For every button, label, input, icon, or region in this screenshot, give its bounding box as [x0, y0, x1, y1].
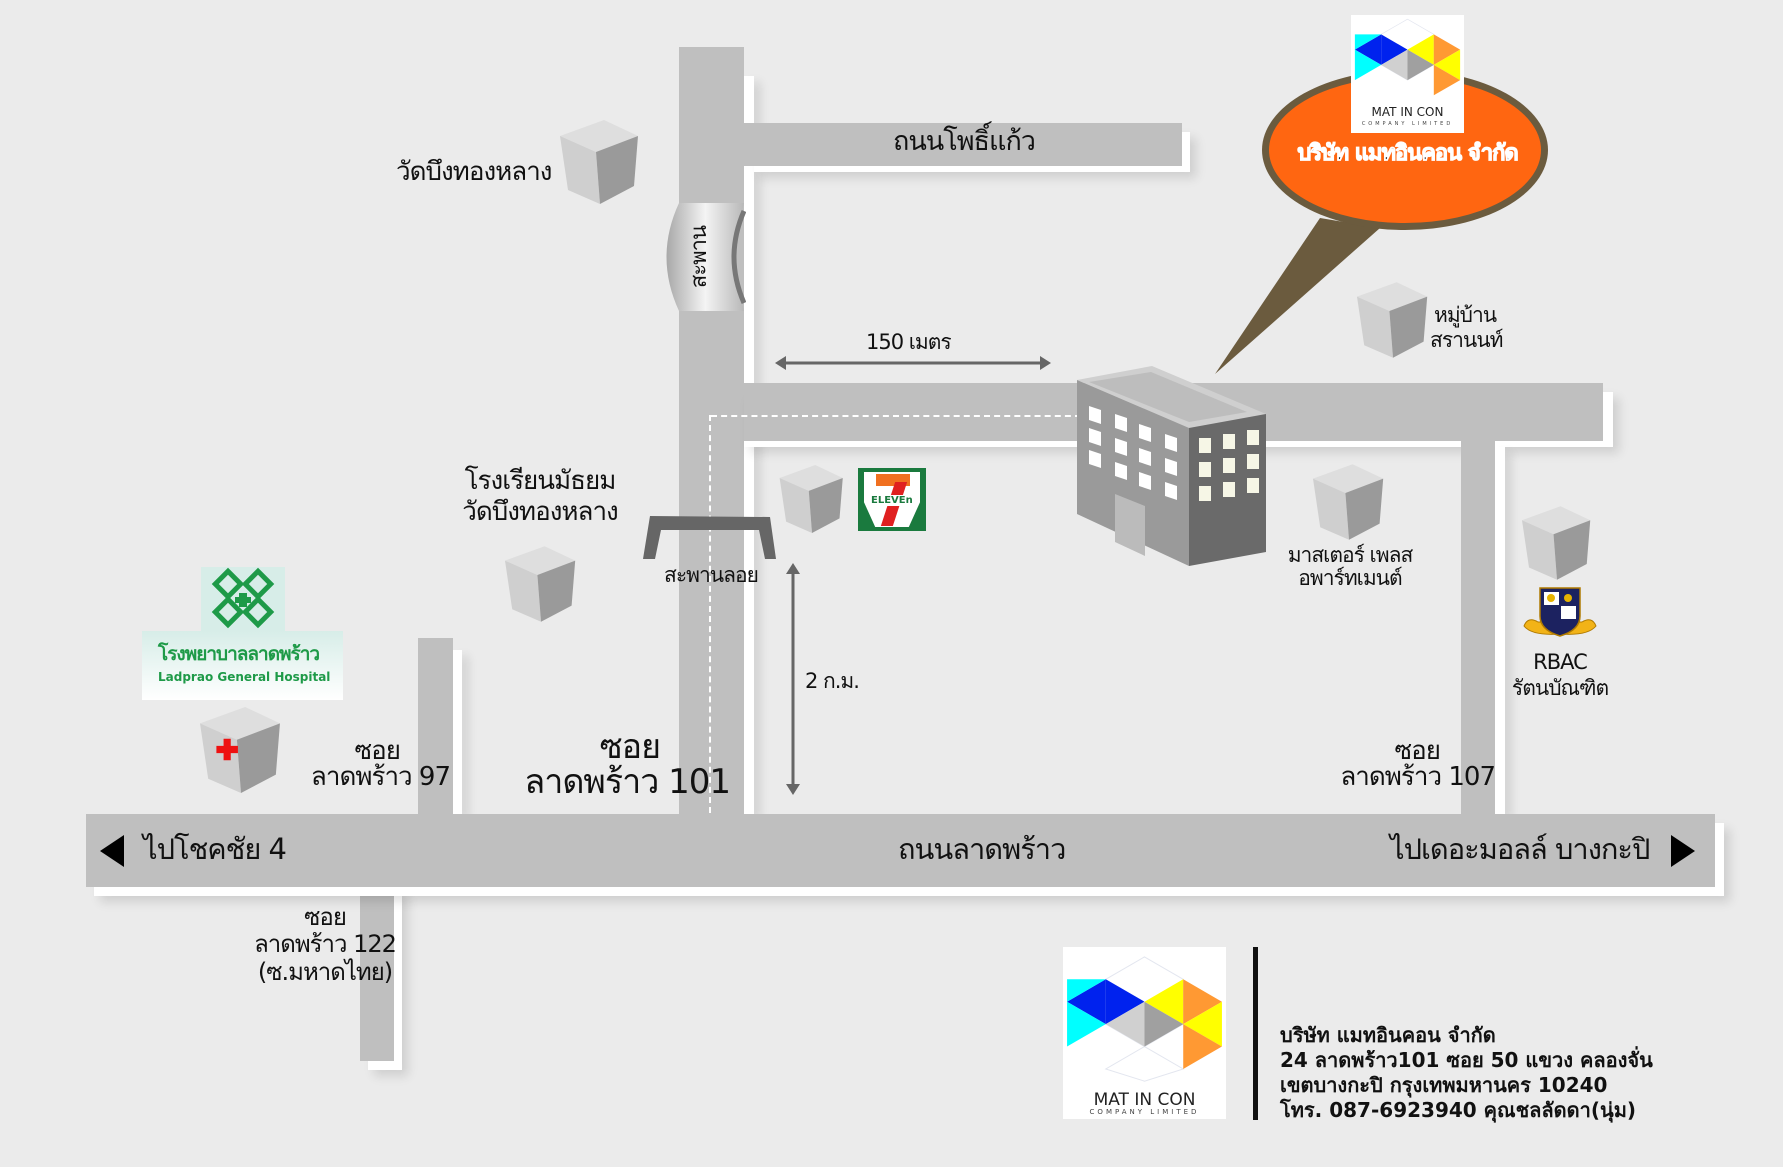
school-cube-icon: [505, 546, 576, 622]
soi-101-label-line1: ซอย: [599, 727, 661, 767]
soi-122-label-line3: (ซ.มหาดไทย): [257, 958, 393, 986]
rbac-label-line1: RBAC: [1533, 650, 1588, 674]
company-logo-bottom: MAT IN CON COMPANY LIMITED: [1063, 947, 1226, 1119]
soi-122-label-line1: ซอย: [304, 903, 347, 931]
distance-arrow-horizontal: [775, 355, 1051, 370]
main-road: [86, 814, 1715, 887]
apartment-cube-icon: [1313, 464, 1384, 540]
soi-97-label-line2: ลาดพร้าว 97: [310, 762, 451, 792]
hospital-banner: โรงพยาบาลลาดพร้าว Ladprao General Hospit…: [142, 631, 343, 700]
apartment-label-line1: มาสเตอร์ เพลส: [1287, 543, 1414, 567]
arrow-left-icon: [100, 835, 124, 867]
village-label-line2: สรานนท์: [1430, 328, 1503, 352]
bridge-overpass: [662, 203, 747, 311]
school-label-line1: โรงเรียนมัธยม: [464, 466, 617, 496]
hospital-name-th: โรงพยาบาลลาดพร้าว: [158, 643, 320, 665]
soi-107-label-line2: ลาดพร้าว 107: [1340, 762, 1496, 792]
flyover-label: สะพานลอย: [664, 563, 759, 587]
logo-subtitle-top: COMPANY LIMITED: [1361, 121, 1454, 127]
logo-subtitle-bottom: COMPANY LIMITED: [1089, 1108, 1200, 1116]
soi-101-center-line: [709, 415, 711, 813]
contact-address-line2: เขตบางกะปิ กรุงเทพมหานคร 10240: [1280, 1073, 1608, 1097]
seven-eleven-logo: ELEVEn: [858, 468, 926, 531]
logo-name-bottom: MAT IN CON: [1093, 1090, 1196, 1110]
soi-107-road: [1461, 441, 1495, 814]
village-cube-icon: [1357, 282, 1428, 358]
soi-101-road: [679, 47, 744, 814]
company-logo-top: MAT IN CON COMPANY LIMITED: [1351, 15, 1464, 133]
arrow-right-icon: [1671, 835, 1695, 867]
soi-107-road-edge: [1495, 447, 1505, 814]
bridge-label: สะพาน: [687, 225, 712, 289]
contact-phone: โทร. 087-6923940 คุณชลลัดดา(นุ่ม): [1280, 1098, 1637, 1122]
flyover-icon: [643, 516, 777, 560]
soi-107-label-line1: ซอย: [1394, 736, 1442, 766]
distance-2km-label: 2 ก.ม.: [805, 669, 860, 693]
rbac-label-line2: รัตนบัณฑิต: [1511, 676, 1609, 700]
logo-name-top: MAT IN CON: [1371, 105, 1444, 119]
footer-divider: [1253, 947, 1258, 1120]
soi-122-label-line2: ลาดพร้าว 122: [254, 930, 397, 958]
to-the-mall-label: ไปเดอะมอลล์ บางกะปิ: [1390, 832, 1650, 866]
logo-hexagon-icon-bottom: [1067, 956, 1222, 1082]
contact-company-name: บริษัท แมทอินคอน จำกัด: [1280, 1023, 1496, 1047]
callout-pointer: [1215, 218, 1380, 374]
seven-eleven-cube-icon: [779, 465, 843, 533]
rbac-crest-logo: [1522, 586, 1598, 642]
phokaew-road: [744, 123, 1182, 166]
hospital-name-en: Ladprao General Hospital: [158, 670, 331, 684]
phokaew-road-label: ถนนโพธิ์แก้ว: [893, 126, 1036, 157]
distance-150m-label: 150 เมตร: [866, 330, 952, 354]
soi-97-road-edge: [453, 650, 462, 814]
soi-97-road: [418, 638, 453, 814]
soi-101-label-line2: ลาดพร้าว 101: [524, 762, 731, 802]
contact-address-line1: 24 ลาดพร้าว101 ซอย 50 แขวง คลองจั่น: [1280, 1048, 1653, 1072]
school-label-line2: วัดบึงทองหลาง: [462, 497, 619, 527]
distance-arrow-vertical: [786, 563, 800, 795]
soi-122-road: [360, 887, 394, 1061]
hospital-cube-icon: [200, 706, 280, 794]
company-callout-bubble: [1215, 68, 1555, 374]
rbac-cube-icon: [1522, 506, 1591, 580]
company-road-center-line: [711, 415, 1081, 417]
village-label-line1: หมู่บ้าน: [1434, 303, 1497, 327]
to-chokchai-label: ไปโชคชัย 4: [143, 832, 287, 866]
hospital-logo: [201, 567, 285, 631]
main-road-label: ถนนลาดพร้าว: [898, 832, 1066, 866]
apartment-label-line2: อพาร์ทเมนต์: [1298, 566, 1402, 590]
soi-97-label-line1: ซอย: [354, 736, 402, 766]
logo-hexagon-icon: [1354, 18, 1461, 96]
company-callout-title: บริษัท แมทอินคอน จำกัด: [1297, 141, 1519, 167]
seven-eleven-text: ELEVEn: [870, 495, 914, 506]
temple-label: วัดบึงทองหลาง: [396, 157, 552, 187]
company-building-icon: [1077, 366, 1267, 566]
contact-block: บริษัท แมทอินคอน จำกัด 24 ลาดพร้าว101 ซอ…: [1280, 1023, 1653, 1123]
temple-cube-icon: [560, 120, 638, 204]
